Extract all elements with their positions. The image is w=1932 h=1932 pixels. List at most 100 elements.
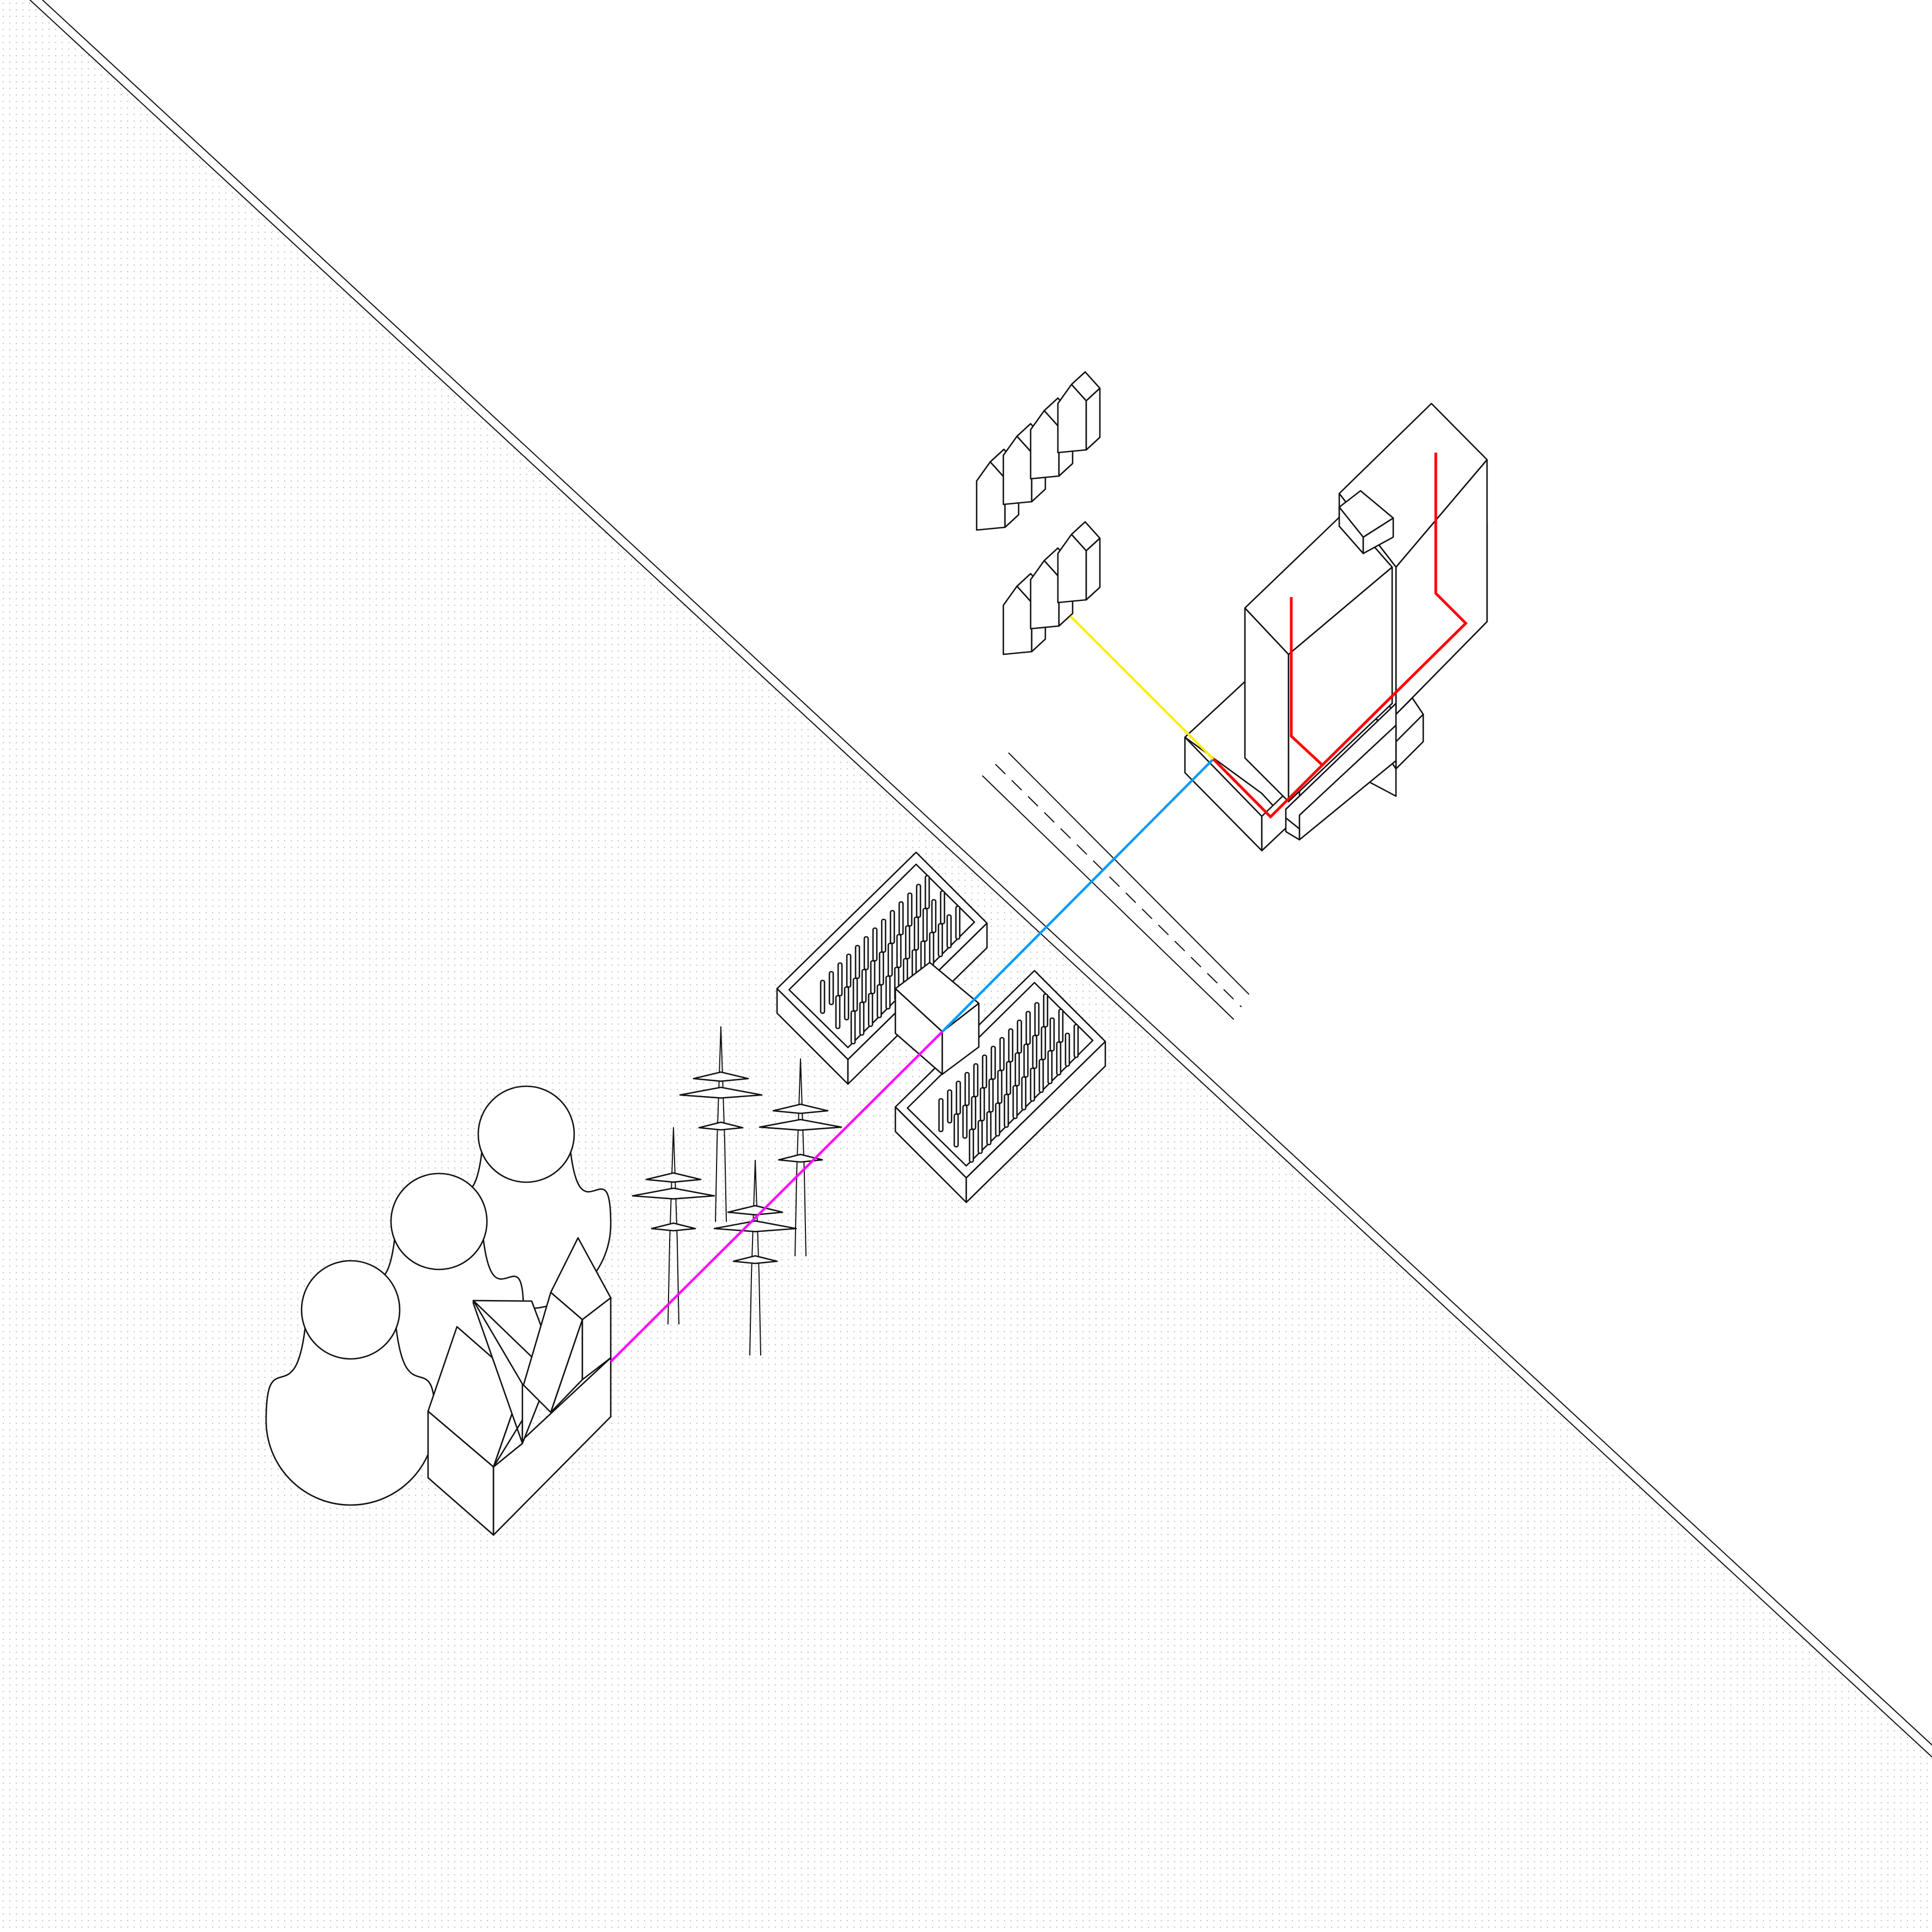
solar-panel xyxy=(1008,1028,1014,1063)
pylon-crossarm xyxy=(778,1153,823,1163)
front-tower-roof xyxy=(1244,511,1393,655)
solar-panel xyxy=(964,1072,970,1106)
solar-panel xyxy=(1038,1058,1044,1093)
road-centre-dashes xyxy=(995,764,1242,1007)
solar-panel xyxy=(1047,1050,1053,1085)
solar-panel xyxy=(931,899,937,934)
solar-panel xyxy=(837,962,843,997)
solar-panel xyxy=(907,892,913,927)
house xyxy=(1057,521,1101,604)
factory-roof-strip-2 xyxy=(472,1299,551,1445)
pylon-crossarm xyxy=(645,1172,702,1183)
cooling-tower-top-ring xyxy=(300,1260,401,1360)
pylon xyxy=(679,1026,763,1222)
solar-panel xyxy=(1034,1002,1040,1037)
solar-panel xyxy=(872,927,878,962)
pylon-mast-left xyxy=(667,1127,674,1325)
tray-front-face xyxy=(965,1040,1106,1203)
solar-panel xyxy=(955,1080,961,1115)
pylon-crossarm xyxy=(698,1121,744,1131)
solar-panel xyxy=(828,971,834,1006)
pylon-mast-right xyxy=(800,1058,806,1256)
pylon-mast-right xyxy=(720,1026,727,1222)
solar-panel xyxy=(947,1089,953,1124)
solar-panel xyxy=(979,1087,985,1122)
boundary-double-line xyxy=(29,0,1932,1758)
solar-panel xyxy=(955,905,961,940)
pylon-crossarm xyxy=(693,1071,749,1082)
solar-panel xyxy=(1023,1043,1029,1078)
solar-panel xyxy=(1012,1085,1018,1120)
solar-panel xyxy=(846,953,852,988)
solar-panel xyxy=(876,984,882,1019)
solar-panel xyxy=(1049,1017,1055,1052)
solar-panel xyxy=(896,934,902,968)
solar-panel xyxy=(1064,1032,1070,1067)
solar-panel xyxy=(905,925,911,960)
solar-panel xyxy=(1014,1052,1020,1087)
solar-panel xyxy=(922,907,928,942)
solar-panel xyxy=(937,923,943,958)
pylon-crossarm xyxy=(679,1086,763,1099)
solar-panel xyxy=(1032,1034,1038,1069)
house xyxy=(1057,371,1101,454)
solar-panel xyxy=(968,1128,974,1163)
solar-panel xyxy=(971,1096,977,1130)
roof-box-top xyxy=(1338,490,1394,538)
solar-panel xyxy=(835,995,841,1030)
solar-panel xyxy=(916,883,922,918)
cooling-tower-top-ring xyxy=(390,1172,488,1271)
solar-panel xyxy=(898,901,904,936)
pylon-mast-right xyxy=(673,1127,679,1325)
pylon xyxy=(631,1127,715,1325)
solar-panel xyxy=(924,875,930,910)
solar-panel xyxy=(997,1069,1003,1104)
building-internal-network-branch xyxy=(1321,453,1468,766)
solar-panel xyxy=(938,1098,944,1133)
factory xyxy=(427,1237,612,1536)
solar-panel xyxy=(940,890,946,925)
houses xyxy=(976,371,1101,655)
solar-panel xyxy=(844,986,850,1021)
podium-small-face xyxy=(1285,817,1301,841)
solar-panel xyxy=(953,1113,959,1148)
solar-panel xyxy=(820,979,826,1014)
solar-panel xyxy=(977,1120,983,1154)
solar-panel xyxy=(850,1010,856,1045)
road xyxy=(982,753,1249,1020)
solar-panel xyxy=(999,1037,1005,1072)
factory-front-face xyxy=(492,1357,612,1536)
solar-panel xyxy=(852,977,858,1012)
building-complex xyxy=(1184,402,1488,852)
pylon-mast-left xyxy=(749,1160,756,1356)
solar-panel xyxy=(861,968,867,1003)
solar-panel xyxy=(870,960,876,995)
pylons xyxy=(631,1026,842,1356)
solar-panel-field xyxy=(776,851,988,1085)
solar-panel xyxy=(1030,1067,1036,1102)
solar-panel xyxy=(962,1104,968,1139)
solar-panel xyxy=(859,1001,865,1036)
pylon-crossarm xyxy=(732,1255,778,1265)
cooling-tower xyxy=(265,1260,436,1506)
connection-houses-to-building xyxy=(1069,615,1214,760)
pylon-mast-left xyxy=(715,1026,721,1222)
solar-panel xyxy=(889,910,895,944)
power-plant xyxy=(265,1085,612,1536)
house-side-face xyxy=(1085,537,1101,601)
solar-panel xyxy=(946,914,952,949)
solar-panel xyxy=(878,951,884,986)
solar-panel xyxy=(913,916,919,951)
solar-panel xyxy=(1021,1076,1027,1111)
pylon-crossarm xyxy=(727,1205,784,1216)
cooling-tower-top-ring xyxy=(477,1085,575,1183)
solar-panel xyxy=(881,918,887,953)
pylon-crossarm xyxy=(631,1187,715,1200)
solar-panel xyxy=(1016,1019,1022,1054)
connection-power-to-solar xyxy=(610,1031,943,1363)
pylon-crossarm xyxy=(651,1222,696,1232)
solar-panel xyxy=(982,1054,988,1089)
solar-panel xyxy=(1056,1041,1062,1076)
solar-panel xyxy=(1073,1024,1079,1058)
